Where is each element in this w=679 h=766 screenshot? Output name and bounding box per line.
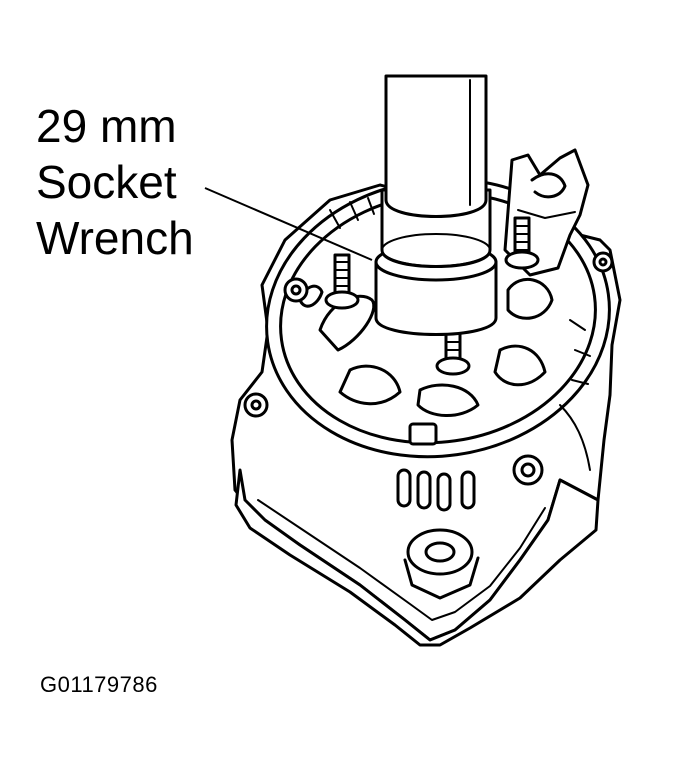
socket-wrench [374, 74, 498, 336]
callout-leader-line [204, 187, 373, 261]
callout-line-2: Socket [36, 156, 177, 208]
callout-line-1: 29 mm [36, 100, 177, 152]
terminal-studs [324, 216, 540, 376]
callout-line-3: Wrench [36, 212, 194, 264]
socket-wrench-callout: 29 mm Socket Wrench [36, 98, 194, 266]
figure-id: G01179786 [40, 672, 158, 697]
